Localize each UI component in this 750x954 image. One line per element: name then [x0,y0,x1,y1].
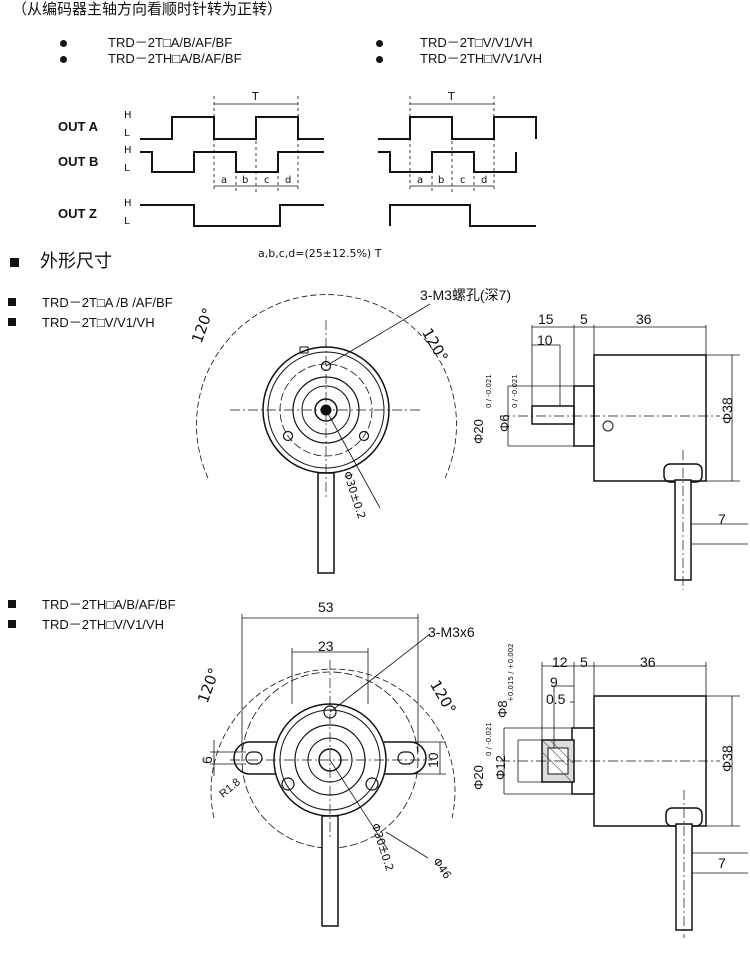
front-view-type2 [210,614,456,927]
dim-label: 36 [636,311,652,327]
dim-label: 9 [550,674,558,690]
dim-label: Φ20 [471,765,486,790]
waveform-out-a-left [140,116,324,140]
dim-label: 5 [580,311,588,327]
dim-label: 15 [538,311,554,327]
model-label: TRD－2T□V/V1/VH [42,315,155,330]
tolerance-label: 0 / -0.021 [485,374,493,408]
high-label: H [124,110,132,121]
model-label: TRD－2TH□V/V1/VH [42,617,164,632]
low-label: L [124,216,130,227]
model-label: TRD－2TH□A/B/AF/BF [108,51,242,66]
dim-label: Φ38 [719,745,735,772]
bullet-icon [376,56,383,63]
hole-note: 3-M3x6 [428,624,475,640]
phase-label: a [221,175,228,186]
phase-label: b [438,175,445,186]
dim-label: 5 [580,654,588,670]
dim-label: 23 [318,638,334,654]
model-label: TRD－2TH□V/V1/VH [420,51,542,66]
tolerance-label: 0 / -0.021 [511,374,519,408]
square-bullet-icon [8,298,16,306]
dim-label: 7 [718,855,726,871]
model-label: TRD－2TH□A/B/AF/BF [42,597,176,612]
phase-label: d [481,175,488,186]
phase-formula: a,b,c,d=(25±12.5%) T [258,247,382,260]
model-label: TRD－2T□A /B /AF/BF [42,295,173,310]
dim-label: 53 [318,599,334,615]
tolerance-label: 0 / -0.021 [485,722,493,756]
tolerance-label: +0.015 / +0.002 [507,643,515,702]
waveform-out-a-right [378,116,537,140]
waveform-diagram [140,96,537,227]
dim-label: Φ8 [495,700,510,718]
period-label: T [252,90,259,103]
square-bullet-icon [8,620,16,628]
phase-label: c [264,175,270,186]
dim-label: Φ12 [493,755,508,780]
high-label: H [124,145,132,156]
dim-label: 6 [199,756,215,764]
waveform-out-z-right [389,204,536,227]
dim-label: Φ6 [497,414,512,432]
side-view-type1 [500,325,748,590]
out-b-label: OUT B [58,154,99,169]
square-bullet-icon [8,600,16,608]
dim-label: 12 [552,654,568,670]
low-label: L [124,128,130,139]
section-title: 外形尺寸 [40,251,112,272]
phase-label: d [285,175,292,186]
model-label: TRD－2T□A/B/AF/BF [108,35,233,50]
bullet-icon [60,56,67,63]
dim-label: 10 [425,752,441,768]
bullet-icon [376,40,383,47]
dim-label: 7 [718,511,726,527]
bullet-icon [60,40,67,47]
out-z-label: OUT Z [58,206,97,221]
dim-label: 0.5 [546,691,566,707]
waveform-out-b-left [140,151,324,173]
dim-label: Φ38 [719,397,735,424]
period-label: T [448,90,455,103]
square-bullet-icon [8,318,16,326]
rotation-note: （从编码器主轴方向看顺时针转为正转） [12,0,283,18]
phase-label: b [242,175,249,186]
low-label: L [124,163,130,174]
front-view-type1 [196,294,457,574]
dim-label: Φ20 [471,419,486,444]
hole-note: 3-M3螺孔(深7) [420,287,512,303]
phase-label: a [417,175,424,186]
high-label: H [124,198,132,209]
waveform-out-b-right [378,151,517,173]
phase-label: c [460,175,466,186]
waveform-out-z-left [140,204,324,227]
dim-label: 36 [640,654,656,670]
dim-label: 10 [537,332,553,348]
side-view-type2 [500,662,748,938]
model-label: TRD－2T□V/V1/VH [420,35,533,50]
out-a-label: OUT A [58,119,98,134]
section-bullet-icon [10,258,19,267]
